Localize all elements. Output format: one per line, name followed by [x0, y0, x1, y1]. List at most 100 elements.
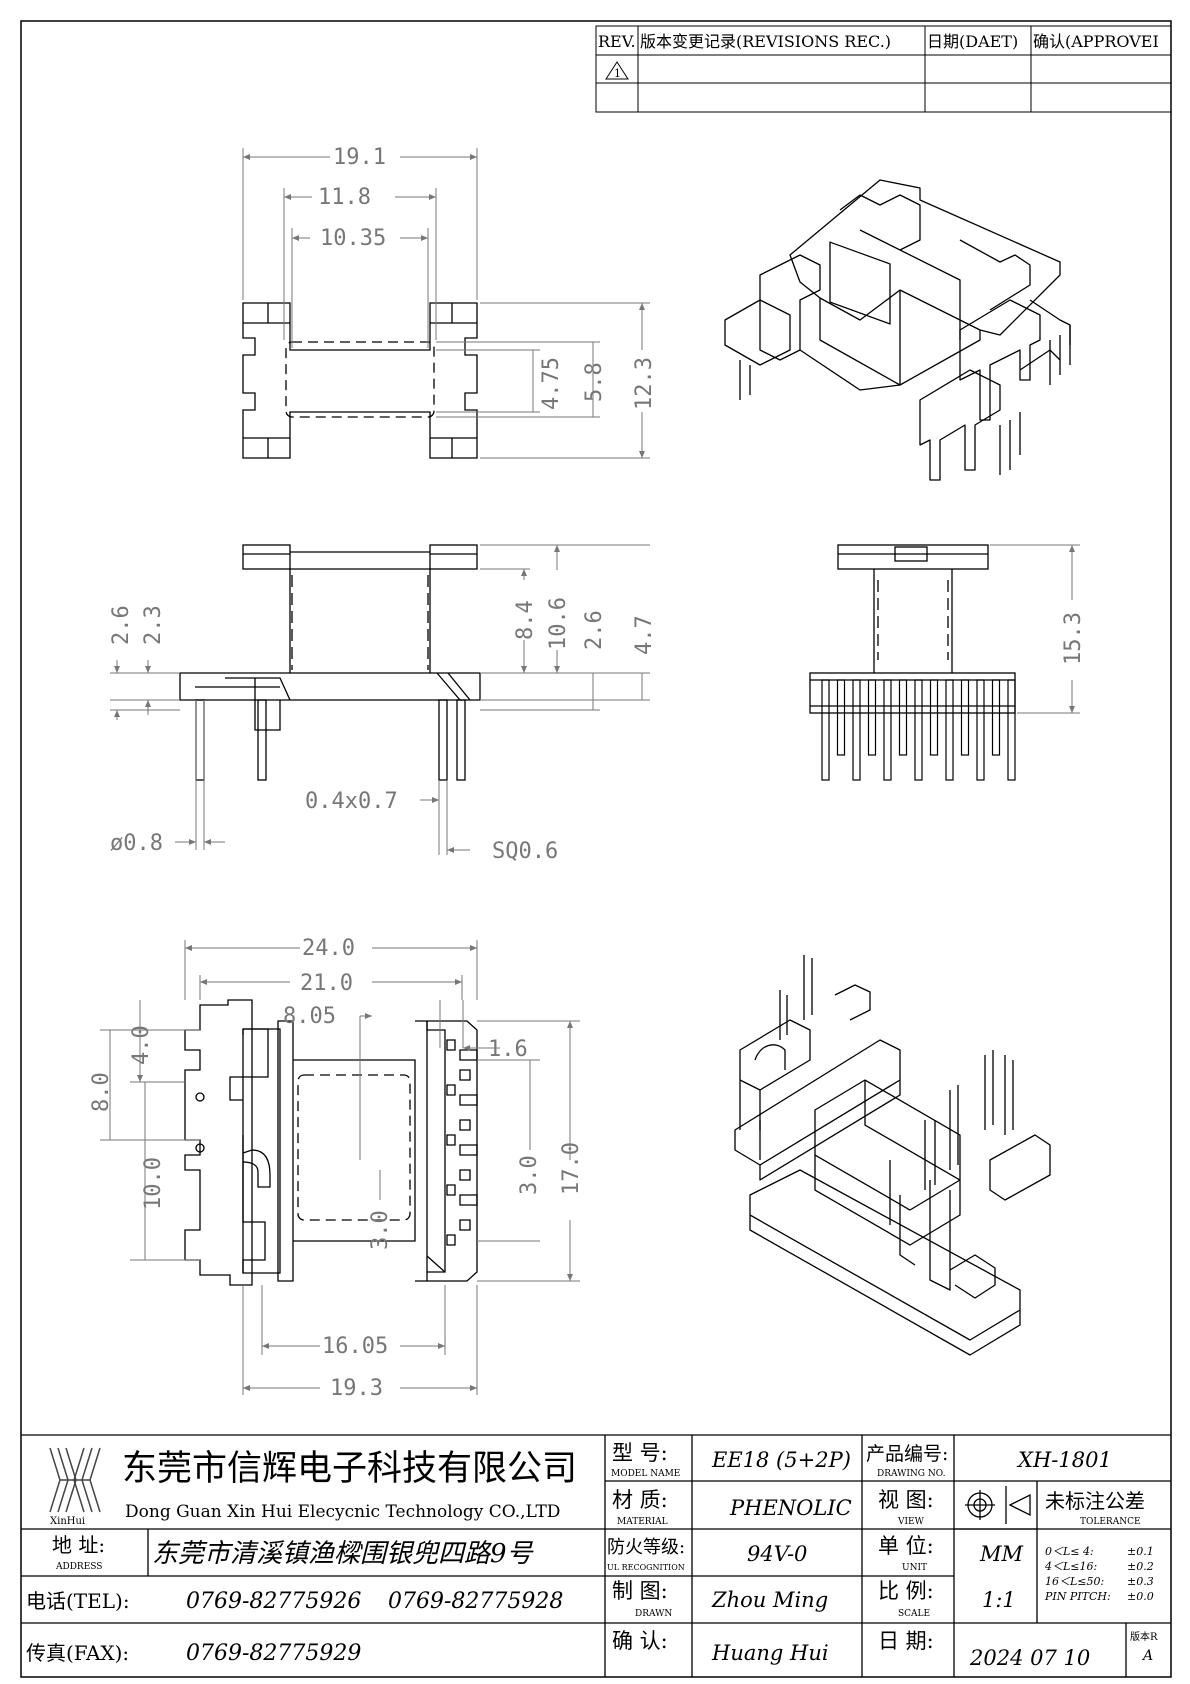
dim-16-05: 16.05 [322, 1334, 388, 1359]
side-pin [1007, 679, 1016, 781]
tolerance-value-2: ±0.2 [1127, 1560, 1154, 1573]
dim-17-0: 17.0 [559, 1142, 584, 1195]
side-pin [852, 679, 861, 781]
dim-pin-0-4x0-7: 0.4x0.7 [305, 789, 398, 814]
revisions-header: 版本变更记录(REVISIONS REC.) [640, 32, 891, 51]
side-pin [945, 679, 954, 781]
tolerance-title-en: TOLERANCE [1080, 1517, 1141, 1527]
side-pin [883, 679, 892, 781]
confirm-label: 确 认: [612, 1629, 668, 1653]
drawing-no-label: 产品编号: [866, 1443, 948, 1465]
model-value: EE18 (5+2P) [711, 1448, 851, 1472]
model-label: 型 号: [612, 1441, 668, 1465]
bottom-view [184, 999, 253, 1286]
side-pin [960, 679, 970, 756]
side-pin [867, 679, 877, 756]
title-block-grid [21, 1434, 1171, 1677]
dim-3-0-right: 3.0 [517, 1155, 542, 1195]
dim-2-6-right: 2.6 [582, 610, 607, 650]
side-pin [991, 679, 1001, 756]
fax-label: 传真(FAX): [26, 1641, 129, 1665]
isometric-view-bottom [734, 955, 1051, 1356]
address-value: 东莞市清溪镇渔樑围银兜四路9号 [152, 1539, 535, 1569]
scale-label-en: SCALE [898, 1609, 930, 1619]
fire-rating-value: 94V-0 [747, 1542, 807, 1566]
dim-15-3: 15.3 [1061, 612, 1086, 665]
version-label: 版本R [1130, 1630, 1158, 1643]
model-label-en: MODEL NAME [611, 1469, 680, 1479]
tolerance-range-2: 4＜L≤16: [1044, 1560, 1097, 1573]
side-pin [976, 679, 985, 781]
scale-label: 比 例: [878, 1579, 934, 1603]
material-value: PHENOLIC [729, 1496, 852, 1520]
fire-rating-label-en: UL RECOGNITION [607, 1563, 685, 1572]
dim-1-6: 1.6 [488, 1037, 528, 1062]
bottom-view-main [195, 1020, 478, 1282]
dim-2-6-left: 2.6 [109, 605, 134, 645]
tolerance-range-1: 0＜L≤ 4: [1045, 1545, 1094, 1558]
dim-sq-0-6: SQ0.6 [492, 839, 558, 864]
view-label-en: VIEW [897, 1517, 925, 1527]
dim-19-1: 19.1 [333, 145, 386, 170]
top-view-dim-lines [242, 148, 650, 459]
side-view-dim-lines [990, 544, 1080, 714]
tel-value-2: 0769-82775928 [388, 1589, 563, 1614]
dim-19-3: 19.3 [330, 1376, 383, 1401]
first-angle-projection-icon [965, 1490, 1031, 1520]
tel-value-1: 0769-82775926 [186, 1589, 361, 1614]
company-name-en: Dong Guan Xin Hui Elecycnic Technology C… [125, 1502, 560, 1522]
dim-10-35: 10.35 [320, 226, 386, 251]
front-view [179, 544, 481, 781]
side-pin [836, 679, 846, 756]
drawn-label-en: DRAWN [635, 1609, 672, 1619]
tolerance-range-4: PIN PITCH: [1044, 1590, 1111, 1603]
unit-label-en: UNIT [902, 1563, 927, 1573]
confirm-value: Huang Hui [711, 1641, 829, 1665]
tolerance-value-1: ±0.1 [1127, 1545, 1154, 1558]
tolerance-value-3: ±0.3 [1127, 1575, 1154, 1588]
dim-8-0: 8.0 [89, 1072, 114, 1112]
dim-2-3: 2.3 [141, 605, 166, 645]
bottom-view-dim-lines [100, 940, 580, 1395]
side-pin [929, 679, 939, 756]
front-view-dim-lines [110, 544, 650, 855]
dim-10-6: 10.6 [546, 597, 571, 650]
date-label: 日 期: [878, 1629, 934, 1653]
company-logo [49, 1447, 101, 1513]
material-label-en: MATERIAL [617, 1517, 668, 1527]
side-pin [914, 679, 923, 781]
tolerance-value-4: ±0.0 [1127, 1590, 1154, 1603]
dim-8-4: 8.4 [513, 600, 538, 640]
dim-8-05: 8.05 [283, 1004, 336, 1029]
tolerance-range-3: 16＜L≤50: [1045, 1575, 1104, 1588]
side-view [809, 544, 1016, 714]
fax-value: 0769-82775929 [186, 1641, 361, 1666]
address-label: 地 址: [52, 1533, 105, 1557]
version-value: A [1141, 1648, 1153, 1664]
isometric-view-top [724, 179, 1071, 481]
unit-label: 单 位: [878, 1534, 934, 1558]
dim-pin-dia-0-8: ø0.8 [110, 831, 163, 856]
tel-label: 电话(TEL): [26, 1589, 130, 1613]
dim-4-7: 4.7 [632, 615, 657, 655]
dim-10-0: 10.0 [141, 1157, 166, 1210]
dim-3-0-center: 3.0 [368, 1210, 393, 1250]
logo-text: XinHui [50, 1516, 85, 1527]
sheet-border [20, 20, 1172, 1678]
dim-4-0: 4.0 [129, 1025, 154, 1065]
drawn-label: 制 图: [612, 1579, 668, 1603]
dim-11-8: 11.8 [318, 185, 371, 210]
fire-rating-label: 防火等级: [607, 1537, 685, 1558]
unit-value: MM [979, 1542, 1024, 1566]
drawn-value: Zhou Ming [711, 1588, 828, 1612]
view-label: 视 图: [878, 1488, 934, 1512]
side-pin [898, 679, 908, 756]
dim-21-0: 21.0 [300, 971, 353, 996]
dim-24-0: 24.0 [302, 936, 355, 961]
drawing-no-label-en: DRAWING NO. [877, 1469, 946, 1479]
dim-4-75: 4.75 [539, 357, 564, 410]
tolerance-title: 未标注公差 [1045, 1489, 1145, 1513]
scale-value: 1:1 [982, 1588, 1016, 1612]
date-value: 2024 07 10 [969, 1646, 1090, 1670]
